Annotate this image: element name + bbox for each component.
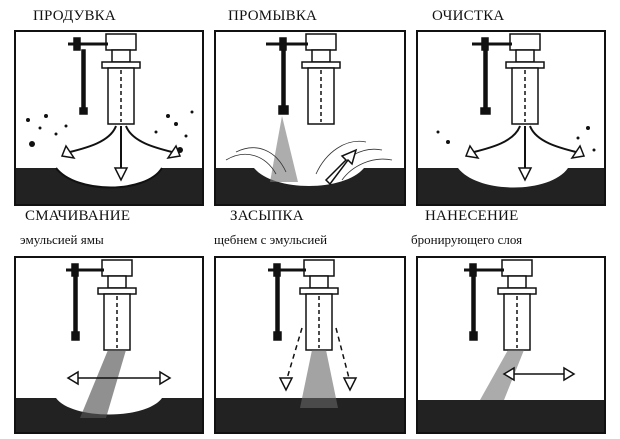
filling-illustration: [216, 259, 404, 432]
step-title-wetting: СМАЧИВАНИЕ: [25, 208, 131, 224]
step-title-washing: ПРОМЫВКА: [228, 8, 318, 24]
blowing-illustration: [16, 33, 202, 204]
step-title-coating: НАНЕСЕНИЕ: [425, 208, 519, 224]
step-title-cleaning: ОЧИСТКА: [432, 8, 505, 24]
washing-illustration: [216, 33, 404, 204]
coating-illustration: [418, 259, 604, 432]
step-subtitle-wetting: эмульсией ямы: [20, 232, 104, 247]
step-title-filling: ЗАСЫПКА: [230, 208, 304, 224]
panel-washing: [214, 30, 406, 206]
step-subtitle-coating: бронирующего слоя: [411, 232, 523, 247]
panel-blowing: [14, 30, 204, 206]
step-title-blowing: ПРОДУВКА: [33, 8, 116, 24]
panel-coating: [416, 256, 606, 434]
panel-cleaning: [416, 30, 606, 206]
wetting-illustration: [16, 259, 202, 432]
panel-filling: [214, 256, 406, 434]
cleaning-illustration: [418, 33, 604, 204]
panel-wetting: [14, 256, 204, 434]
step-subtitle-filling: щебнем с эмульсией: [214, 232, 328, 247]
